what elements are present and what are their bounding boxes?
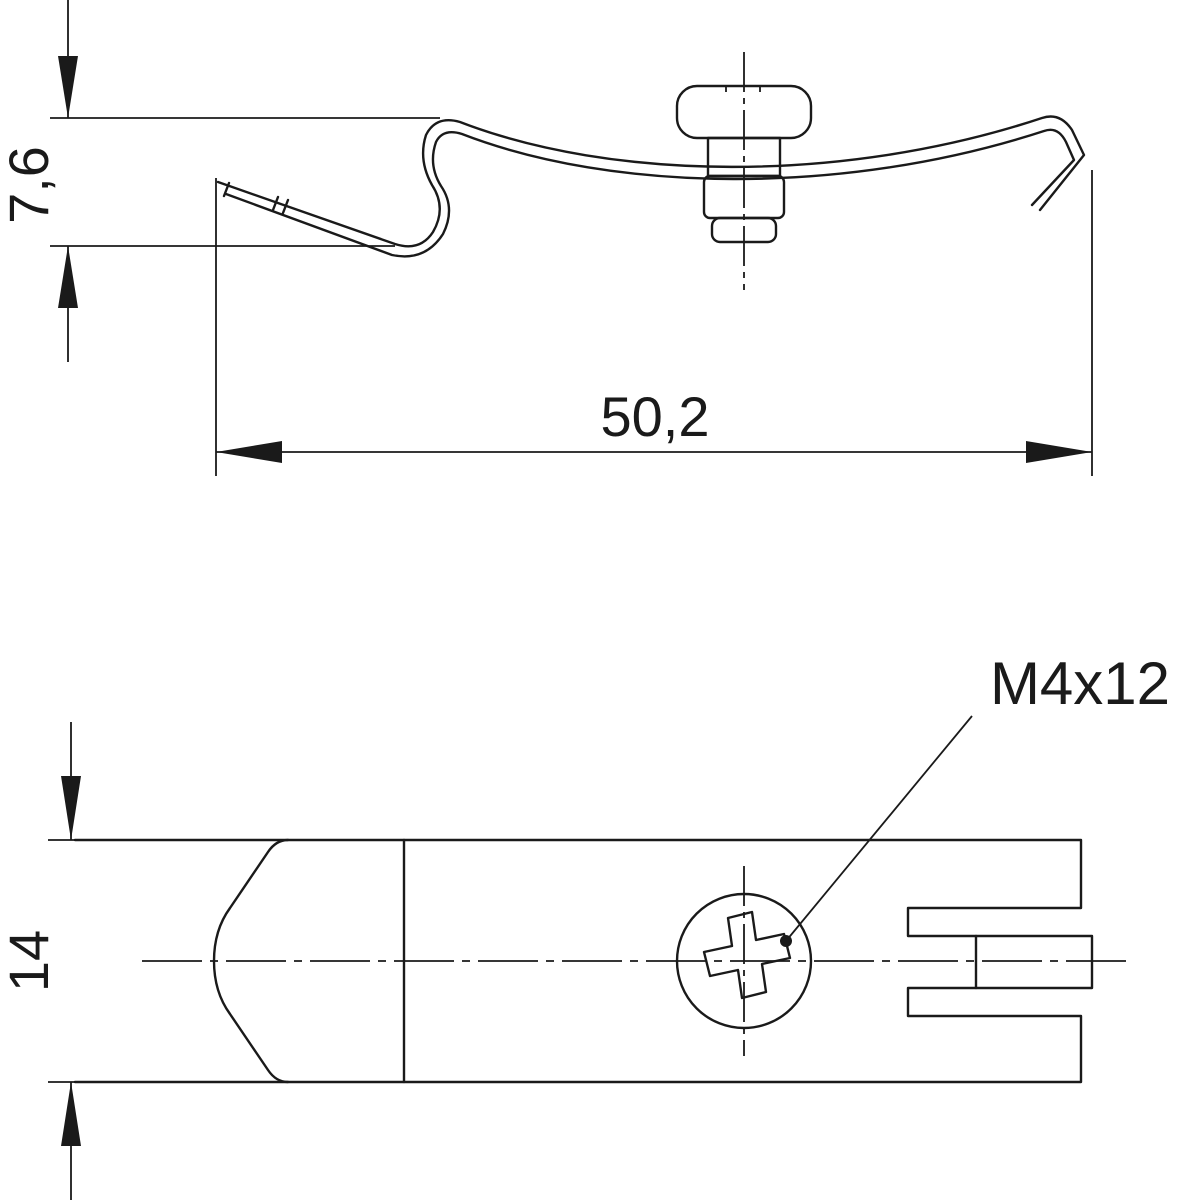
clip-tab-mark-3: [281, 198, 290, 215]
width-dimension-label: 50,2: [601, 385, 710, 448]
spring-clip-inner-profile: [224, 128, 1076, 258]
screw-callout-label: M4x12: [990, 650, 1170, 717]
plan-width-dimension-label: 14: [0, 930, 60, 992]
height-arrow-top: [58, 56, 78, 118]
clip-tab-mark-1: [222, 181, 231, 198]
clip-tab-mark-2: [271, 195, 280, 212]
top-view: M4x12 14: [0, 650, 1170, 1200]
plan-width-arrow-bottom: [61, 1082, 81, 1146]
side-view: 7,6 50,2: [0, 0, 1093, 476]
width-arrow-left: [216, 441, 282, 463]
clip-plan-outline: [73, 838, 1094, 1084]
plan-width-arrow-top: [61, 776, 81, 840]
screw-head-slot: [725, 86, 761, 92]
screw-head-circle: [675, 892, 813, 1030]
height-dimension-label: 7,6: [0, 146, 60, 224]
width-arrow-right: [1026, 441, 1092, 463]
phillips-cross-icon: [702, 910, 792, 1000]
height-arrow-bottom: [58, 246, 78, 308]
screw-callout-leader: [785, 715, 973, 942]
spring-clip-outer-profile: [216, 115, 1086, 248]
